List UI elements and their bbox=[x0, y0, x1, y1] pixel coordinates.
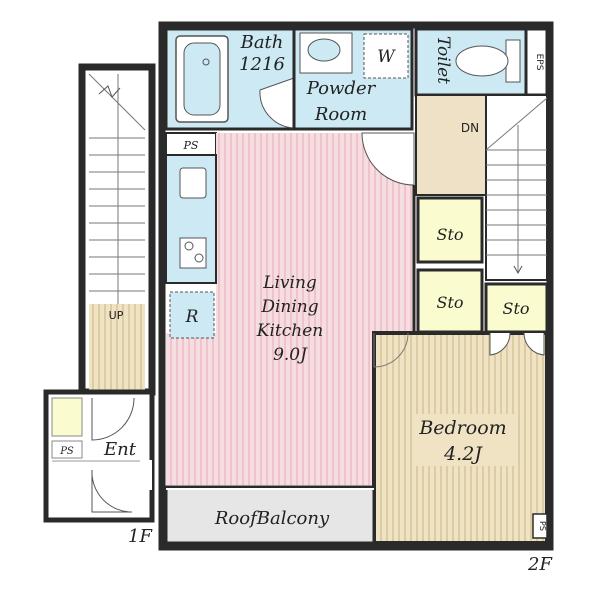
roof-balcony-label: RoofBalcony bbox=[214, 508, 330, 529]
toilet-label: Toilet bbox=[433, 36, 453, 84]
bedroom-door-swing bbox=[373, 332, 409, 368]
hall bbox=[415, 94, 487, 196]
kitchen-sink bbox=[179, 167, 207, 199]
first-floor-section: UP PS Ent 1F bbox=[43, 63, 156, 547]
entrance-door-swing bbox=[91, 397, 135, 441]
ps-bedroom-box bbox=[532, 513, 548, 539]
ps-entrance-box bbox=[51, 440, 83, 459]
toilet-bowl bbox=[455, 45, 509, 77]
storage-2 bbox=[416, 268, 484, 334]
ps-entrance-label: PS bbox=[59, 446, 74, 457]
front-door-swing bbox=[91, 469, 133, 513]
ps-top-label: PS bbox=[183, 139, 199, 152]
bath-label: Bath bbox=[240, 32, 284, 53]
stairs-2f bbox=[485, 94, 548, 281]
fridge-label: R bbox=[185, 307, 199, 327]
floor-2f-label: 2F bbox=[527, 554, 553, 575]
down-arrow-icon bbox=[513, 265, 523, 275]
dn-label: DN bbox=[461, 121, 479, 135]
storage-3-label: Sto bbox=[502, 299, 529, 318]
entrance-hall bbox=[52, 461, 147, 516]
storage-1-label: Sto bbox=[436, 225, 463, 244]
bath-size-label: 1216 bbox=[239, 54, 285, 75]
washer-space bbox=[363, 33, 409, 79]
roof-balcony bbox=[164, 485, 376, 545]
bath-door-swing bbox=[259, 77, 295, 129]
shoe-cabinet bbox=[51, 397, 83, 437]
eps-label: EPS bbox=[534, 54, 544, 71]
ldk-label-kitchen: Kitchen bbox=[256, 321, 323, 341]
up-arrow-icon bbox=[98, 85, 121, 98]
storage-2-label: Sto bbox=[436, 293, 463, 312]
stair-treads-1f bbox=[88, 73, 146, 304]
closet-door-left bbox=[489, 332, 511, 356]
floor-1f-label: 1F bbox=[128, 526, 153, 547]
fridge-space bbox=[169, 291, 215, 339]
ps-bedroom-label: PS bbox=[538, 521, 547, 531]
second-floor-section: Bath 1216 W Powder Room Toilet EPS PS R … bbox=[158, 21, 554, 575]
bedroom-size-label: 4.2J bbox=[443, 443, 483, 465]
ldk-size-label: 9.0J bbox=[273, 345, 308, 365]
stove bbox=[179, 237, 207, 269]
powder-label: Powder bbox=[306, 78, 377, 99]
front-door-opening bbox=[140, 460, 152, 490]
stair-treads-2f bbox=[485, 97, 548, 275]
powder-room-label: Room bbox=[314, 104, 367, 125]
ldk-door-swing bbox=[361, 132, 415, 186]
up-label: UP bbox=[109, 309, 124, 322]
bedroom-label: Bedroom bbox=[418, 417, 506, 439]
storage-1 bbox=[416, 196, 484, 264]
closet-door-right bbox=[523, 332, 545, 356]
storage-3 bbox=[484, 282, 549, 334]
ldk-label-living: Living bbox=[262, 273, 317, 293]
washer-label: W bbox=[377, 47, 396, 67]
landing-floor bbox=[89, 304, 145, 392]
washbasin bbox=[307, 38, 341, 62]
entrance-label: Ent bbox=[103, 439, 137, 460]
ldk-label-dining: Dining bbox=[260, 297, 318, 317]
